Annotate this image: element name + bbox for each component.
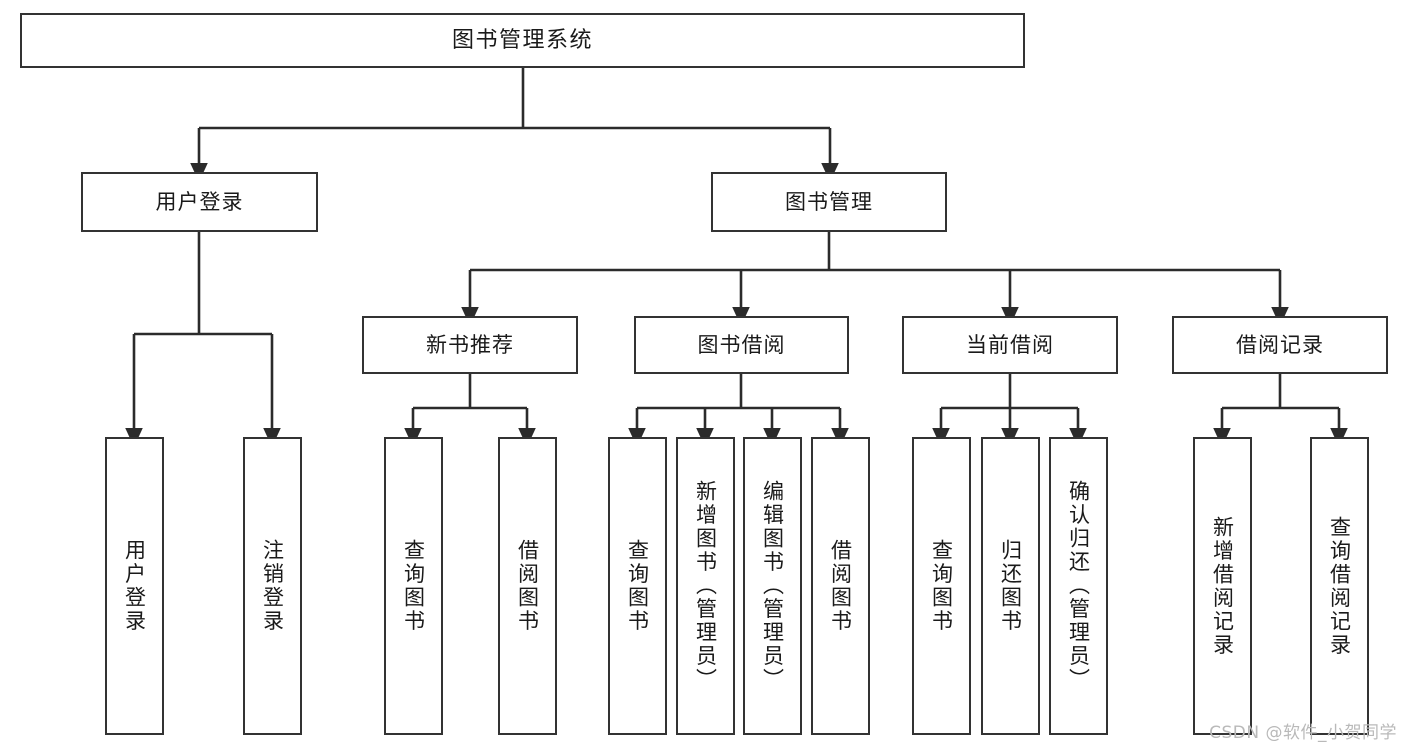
leaf-user-login-logout[interactable]: 注销登录 bbox=[243, 437, 302, 735]
leaf-current-borrow-return-book[interactable]: 归还图书 bbox=[981, 437, 1040, 735]
leaf-borrow-record-add-record[interactable]: 新增借阅记录 bbox=[1193, 437, 1252, 735]
node-label: 查询图书 bbox=[401, 539, 426, 633]
node-current-borrow[interactable]: 当前借阅 bbox=[902, 316, 1118, 374]
node-label: 归还图书 bbox=[998, 539, 1023, 633]
leaf-book-borrow-edit-book-admin[interactable]: 编辑图书（管理员） bbox=[743, 437, 802, 735]
leaf-book-borrow-add-book-admin[interactable]: 新增图书（管理员） bbox=[676, 437, 735, 735]
leaf-user-login-login[interactable]: 用户登录 bbox=[105, 437, 164, 735]
leaf-new-book-borrow-book[interactable]: 借阅图书 bbox=[498, 437, 557, 735]
leaf-borrow-record-query-record[interactable]: 查询借阅记录 bbox=[1310, 437, 1369, 735]
node-label: 图书管理系统 bbox=[451, 27, 593, 53]
node-label: 确认归还（管理员） bbox=[1066, 480, 1091, 692]
node-user-login[interactable]: 用户登录 bbox=[81, 172, 318, 232]
node-label: 编辑图书（管理员） bbox=[760, 480, 785, 692]
leaf-new-book-query-book[interactable]: 查询图书 bbox=[384, 437, 443, 735]
node-borrow-record[interactable]: 借阅记录 bbox=[1172, 316, 1388, 374]
node-label: 注销登录 bbox=[260, 539, 285, 633]
node-label: 新增借阅记录 bbox=[1210, 515, 1235, 657]
node-book-borrow[interactable]: 图书借阅 bbox=[634, 316, 849, 374]
node-label: 当前借阅 bbox=[966, 332, 1054, 357]
node-label: 新书推荐 bbox=[426, 332, 514, 357]
node-label: 图书借阅 bbox=[697, 332, 786, 357]
node-root-book-management-system[interactable]: 图书管理系统 bbox=[20, 13, 1025, 68]
node-label: 借阅图书 bbox=[515, 539, 540, 633]
leaf-current-borrow-confirm-return-admin[interactable]: 确认归还（管理员） bbox=[1049, 437, 1108, 735]
node-label: 查询图书 bbox=[929, 539, 954, 633]
node-label: 借阅记录 bbox=[1236, 332, 1324, 357]
node-label: 图书管理 bbox=[785, 189, 873, 214]
node-book-management[interactable]: 图书管理 bbox=[711, 172, 947, 232]
leaf-book-borrow-query-book[interactable]: 查询图书 bbox=[608, 437, 667, 735]
node-new-book-recommend[interactable]: 新书推荐 bbox=[362, 316, 578, 374]
leaf-book-borrow-borrow-book[interactable]: 借阅图书 bbox=[811, 437, 870, 735]
node-label: 用户登录 bbox=[155, 189, 244, 214]
csdn-watermark: CSDN @软件_小贺同学 bbox=[1209, 723, 1397, 743]
node-label: 借阅图书 bbox=[828, 539, 853, 633]
leaf-current-borrow-query-book[interactable]: 查询图书 bbox=[912, 437, 971, 735]
node-label: 查询图书 bbox=[625, 539, 650, 633]
node-label: 查询借阅记录 bbox=[1327, 515, 1352, 657]
node-label: 用户登录 bbox=[122, 539, 147, 633]
node-label: 新增图书（管理员） bbox=[693, 480, 718, 692]
